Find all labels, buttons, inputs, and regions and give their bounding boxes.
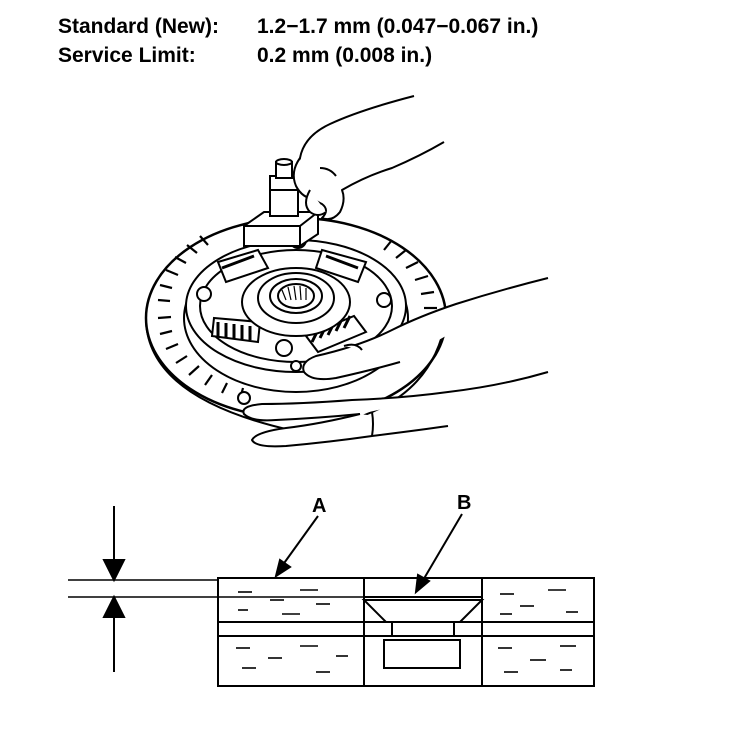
section-outline bbox=[217, 577, 595, 687]
limit-value: 0.2 mm (0.008 in.) bbox=[257, 44, 433, 67]
hub-splines bbox=[281, 285, 307, 301]
hands-icon bbox=[242, 95, 549, 448]
dimension-arrow-icon bbox=[102, 506, 126, 672]
callout-leader-b bbox=[414, 513, 463, 595]
rivet-section bbox=[361, 596, 485, 669]
callout-b-label: B bbox=[457, 492, 471, 514]
callout-a-label: A bbox=[312, 495, 326, 517]
standard-value: 1.2−1.7 mm (0.047−0.067 in.) bbox=[257, 15, 539, 38]
limit-label: Service Limit: bbox=[58, 44, 196, 67]
vernier-caliper-icon bbox=[243, 158, 319, 247]
cross-section-diagram bbox=[68, 577, 595, 687]
section-hatching bbox=[236, 589, 578, 673]
standard-label: Standard (New): bbox=[58, 15, 220, 38]
callout-leader-a bbox=[274, 515, 319, 579]
damper-springs bbox=[210, 248, 368, 354]
